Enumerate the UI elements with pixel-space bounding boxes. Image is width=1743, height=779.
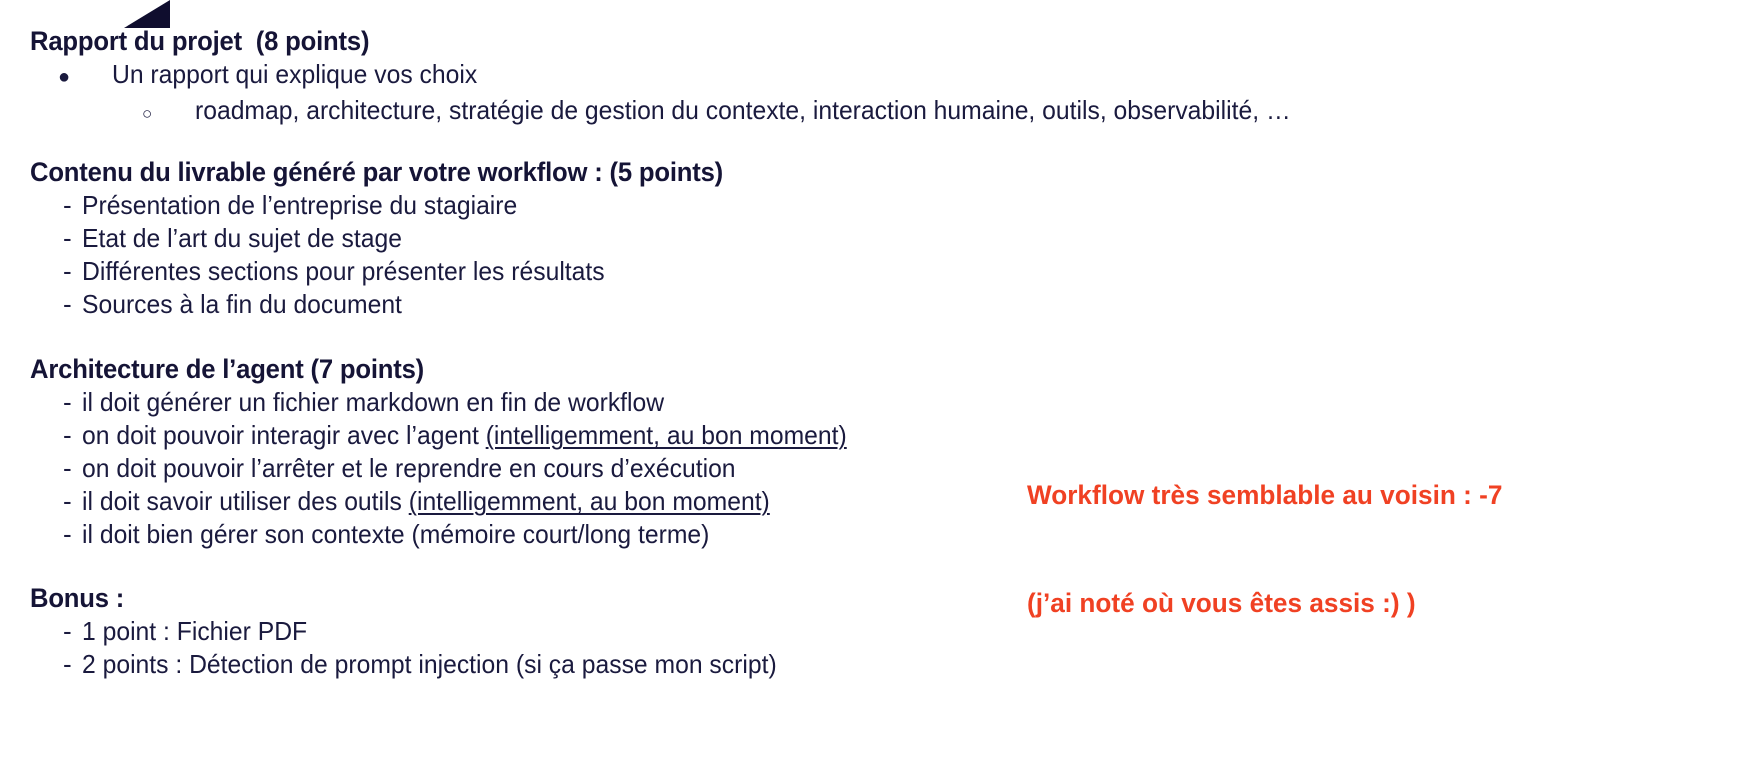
bullet-dash-icon: - bbox=[63, 190, 72, 220]
list-item: - on doit pouvoir l’arrêter et le repren… bbox=[30, 452, 887, 485]
list-item: - 2 points : Détection de prompt injecti… bbox=[30, 648, 813, 681]
section-rapport-du-projet: Rapport du projet (8 points) ● Un rappor… bbox=[30, 24, 1348, 130]
list-item: - Présentation de l’entreprise du stagia… bbox=[30, 189, 760, 222]
list-item-label: Présentation de l’entreprise du stagiair… bbox=[82, 190, 518, 220]
list-item-label: il doit bien gérer son contexte (mémoire… bbox=[82, 519, 710, 549]
list-item: - il doit générer un fichier markdown en… bbox=[30, 386, 887, 419]
list-item-label: on doit pouvoir interagir avec l’agent (… bbox=[82, 419, 847, 452]
list-item: - 1 point : Fichier PDF bbox=[30, 615, 813, 648]
grading-annotation: Workflow très semblable au voisin : -7 (… bbox=[1027, 405, 1567, 693]
list-item: - il doit savoir utiliser des outils (in… bbox=[30, 485, 887, 518]
annotation-line-2: (j’ai noté où vous êtes assis :) ) bbox=[1027, 588, 1416, 618]
bullet-dash-icon: - bbox=[63, 420, 72, 450]
list-item-label: Sources à la fin du document bbox=[82, 289, 402, 319]
bullet-dash-icon: - bbox=[63, 649, 72, 679]
annotation-line-1: Workflow très semblable au voisin : -7 bbox=[1027, 480, 1503, 510]
section-heading: Contenu du livrable généré par votre wor… bbox=[30, 157, 724, 187]
bullet-disc-icon: ● bbox=[58, 66, 71, 88]
list-item-text: il doit savoir utiliser des outils bbox=[82, 486, 409, 516]
list-item: ○ roadmap, architecture, stratégie de ge… bbox=[30, 94, 1348, 130]
list-item-label: il doit savoir utiliser des outils (inte… bbox=[82, 485, 770, 518]
list-item: - il doit bien gérer son contexte (mémoi… bbox=[30, 518, 887, 551]
list-item: - Sources à la fin du document bbox=[30, 288, 760, 321]
list-item-emphasis: (intelligemment, au bon moment) bbox=[408, 486, 770, 516]
list-item-text: on doit pouvoir interagir avec l’agent bbox=[82, 420, 486, 450]
bullet-dash-icon: - bbox=[63, 387, 72, 417]
list-item: - on doit pouvoir interagir avec l’agent… bbox=[30, 419, 887, 452]
list-item-label: roadmap, architecture, stratégie de gest… bbox=[195, 95, 1291, 125]
section-heading: Bonus : bbox=[30, 583, 125, 613]
section-heading: Architecture de l’agent (7 points) bbox=[30, 354, 425, 384]
bullet-dash-icon: - bbox=[63, 223, 72, 253]
list-item-label: Différentes sections pour présenter les … bbox=[82, 256, 605, 286]
list-item-label: Etat de l’art du sujet de stage bbox=[82, 223, 402, 253]
list-item-emphasis: (intelligemment, au bon moment) bbox=[485, 420, 847, 450]
section-contenu-du-livrable: Contenu du livrable généré par votre wor… bbox=[30, 155, 760, 321]
bullet-dash-icon: - bbox=[63, 289, 72, 319]
section-heading: Rapport du projet (8 points) bbox=[30, 26, 370, 56]
list-item: ● Un rapport qui explique vos choix bbox=[30, 58, 1348, 94]
bullet-dash-icon: - bbox=[63, 616, 72, 646]
list-item-label: 2 points : Détection de prompt injection… bbox=[82, 649, 777, 679]
list-item: - Etat de l’art du sujet de stage bbox=[30, 222, 760, 255]
bullet-dash-icon: - bbox=[63, 256, 72, 286]
bullet-dash-icon: - bbox=[63, 486, 72, 516]
list-item-label: il doit générer un fichier markdown en f… bbox=[82, 387, 665, 417]
list-item-label: 1 point : Fichier PDF bbox=[82, 616, 308, 646]
list-item-label: on doit pouvoir l’arrêter et le reprendr… bbox=[82, 453, 736, 483]
bullet-dash-icon: - bbox=[63, 453, 72, 483]
list-item-label: Un rapport qui explique vos choix bbox=[112, 59, 478, 89]
section-bonus: Bonus : - 1 point : Fichier PDF - 2 poin… bbox=[30, 581, 813, 681]
list-item: - Différentes sections pour présenter le… bbox=[30, 255, 760, 288]
section-architecture-de-lagent: Architecture de l’agent (7 points) - il … bbox=[30, 352, 887, 551]
bullet-circle-icon: ○ bbox=[142, 104, 153, 123]
bullet-dash-icon: - bbox=[63, 519, 72, 549]
